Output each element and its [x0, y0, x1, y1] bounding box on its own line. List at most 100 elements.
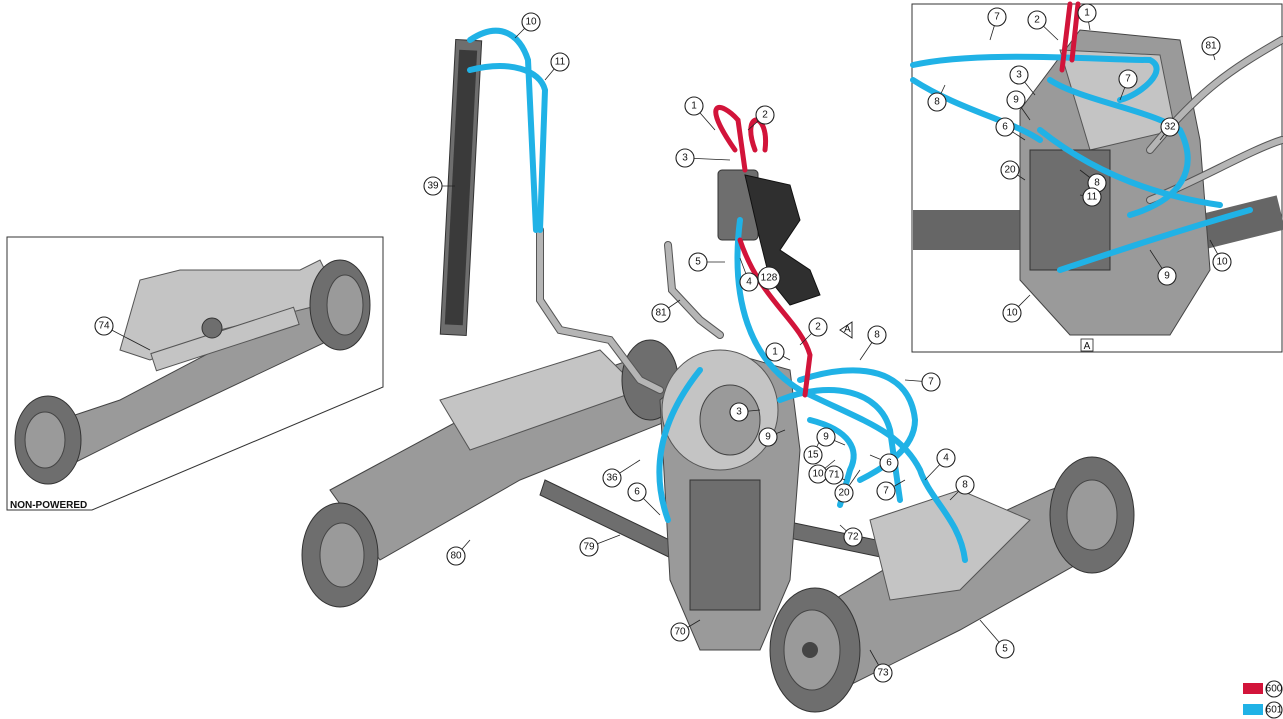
main-callout-4: 4 [936, 448, 956, 468]
main-callout-text: 10 [812, 469, 824, 480]
main-callout-text: 11 [555, 57, 566, 68]
inset-a-callout-7: 7 [987, 7, 1007, 27]
main-callout-text: 2 [762, 110, 768, 121]
inset-a-callout-text: 20 [1004, 165, 1016, 176]
inset-a-callout-7: 7 [1118, 69, 1138, 89]
brake-pedal-valve [717, 169, 821, 306]
main-callout-text: 70 [674, 627, 686, 638]
main-callout-9: 9 [758, 427, 778, 447]
main-callout-text: 7 [928, 377, 934, 388]
main-callout-text: 3 [736, 407, 742, 418]
inset-a-callout-text: 10 [1006, 308, 1018, 319]
main-callout-4: 4 [739, 272, 759, 292]
main-callout-1: 1 [684, 96, 704, 116]
inset-a-callout-text: 6 [1002, 122, 1008, 133]
inset-a-callout-11: 11 [1082, 187, 1102, 207]
main-callout-6: 6 [879, 453, 899, 473]
inset-a-callout-6: 6 [995, 117, 1015, 137]
main-callout-text: 7 [883, 486, 889, 497]
main-callout-text: 3 [682, 153, 688, 164]
inset-a-callout-81: 81 [1201, 36, 1221, 56]
main-callout-80: 80 [446, 546, 466, 566]
main-callout-5: 5 [688, 252, 708, 272]
main-callout-text: 80 [450, 551, 462, 562]
main-callout-36: 36 [602, 468, 622, 488]
callout-74: 74 [94, 316, 114, 336]
legend: 600 601 [1243, 680, 1283, 719]
main-callout-73: 73 [873, 663, 893, 683]
main-callout-text: 2 [815, 322, 821, 333]
main-callout-text: 39 [427, 181, 439, 192]
main-callout-71: 71 [824, 465, 844, 485]
non-powered-axle [14, 259, 371, 485]
main-callout-text: 1 [772, 347, 778, 358]
main-callout-text: 79 [583, 542, 595, 553]
main-callout-text: 9 [823, 432, 829, 443]
main-callout-text: 6 [886, 458, 892, 469]
legend-swatch-red [1243, 683, 1263, 694]
main-callout-39: 39 [423, 176, 443, 196]
main-callout-text: 5 [695, 257, 701, 268]
main-callout-text: 72 [847, 532, 859, 543]
inset-non-powered: 74 NON-POWERED [6, 236, 384, 511]
main-callout-6: 6 [627, 482, 647, 502]
main-callout-20: 20 [834, 483, 854, 503]
inset-a-callout-2: 2 [1027, 10, 1047, 30]
inset-shaft-right [1197, 195, 1283, 250]
inset-a-callout-text: 8 [1094, 178, 1100, 189]
inset-a-callout-text: 3 [1016, 70, 1022, 81]
main-callout-text: 4 [746, 277, 752, 288]
rear-axle-left [301, 339, 679, 608]
grey-pipes [536, 226, 724, 394]
non-powered-label: NON-POWERED [10, 500, 87, 511]
main-callout-128: 128 [757, 266, 781, 290]
main-callout-text: 36 [606, 473, 618, 484]
inset-a-callout-9: 9 [1157, 266, 1177, 286]
main-callout-text: 71 [828, 470, 840, 481]
main-callout-11: 11 [550, 52, 570, 72]
main-callout-8: 8 [955, 475, 975, 495]
main-callout-text: 8 [962, 480, 968, 491]
main-callout-7: 7 [921, 372, 941, 392]
main-callout-text: 8 [874, 330, 880, 341]
inset-a-callout-text: 7 [994, 12, 1000, 23]
main-callout-text: 128 [761, 273, 778, 284]
inset-a-callout-32: 32 [1160, 117, 1180, 137]
main-callout-3: 3 [675, 148, 695, 168]
svg-text:600: 600 [1266, 684, 1283, 695]
main-callout-text: 1 [691, 101, 697, 112]
inset-a-callout-text: 2 [1034, 15, 1040, 26]
main-callout-text: 15 [807, 450, 819, 461]
inset-a-callout-text: 81 [1205, 41, 1217, 52]
inset-a-callout-10: 10 [1002, 303, 1022, 323]
main-callout-7: 7 [876, 481, 896, 501]
legend-swatch-blue [1243, 704, 1263, 715]
inset-a-callout-text: 1 [1084, 8, 1090, 19]
inset-a-callout-text: 9 [1164, 271, 1170, 282]
main-callout-10: 10 [808, 464, 828, 484]
main-callout-text: 9 [765, 432, 771, 443]
main-callout-3: 3 [729, 402, 749, 422]
red-hoses [713, 105, 813, 398]
main-callout-8: 8 [867, 325, 887, 345]
inset-a-callout-3: 3 [1009, 65, 1029, 85]
legend-code-601: 601 [1265, 701, 1283, 719]
main-callout-2: 2 [755, 105, 775, 125]
legend-code-600: 600 [1265, 680, 1283, 698]
oil-cooler [439, 38, 483, 337]
main-callout-2: 2 [808, 317, 828, 337]
inset-shaft-left [913, 210, 1023, 250]
main-callout-text: 20 [838, 488, 850, 499]
svg-text:A: A [844, 324, 851, 335]
main-callout-text: 5 [1002, 644, 1008, 655]
inset-a-callout-text: 11 [1087, 192, 1098, 203]
front-axle-right [769, 456, 1135, 713]
main-callout-text: 10 [525, 17, 537, 28]
inset-a-callout-9: 9 [1006, 90, 1026, 110]
main-callout-72: 72 [843, 527, 863, 547]
inset-a-callout-8: 8 [927, 92, 947, 112]
inset-a-callout-text: 8 [934, 97, 940, 108]
main-callout-70: 70 [670, 622, 690, 642]
transmission [659, 349, 801, 651]
